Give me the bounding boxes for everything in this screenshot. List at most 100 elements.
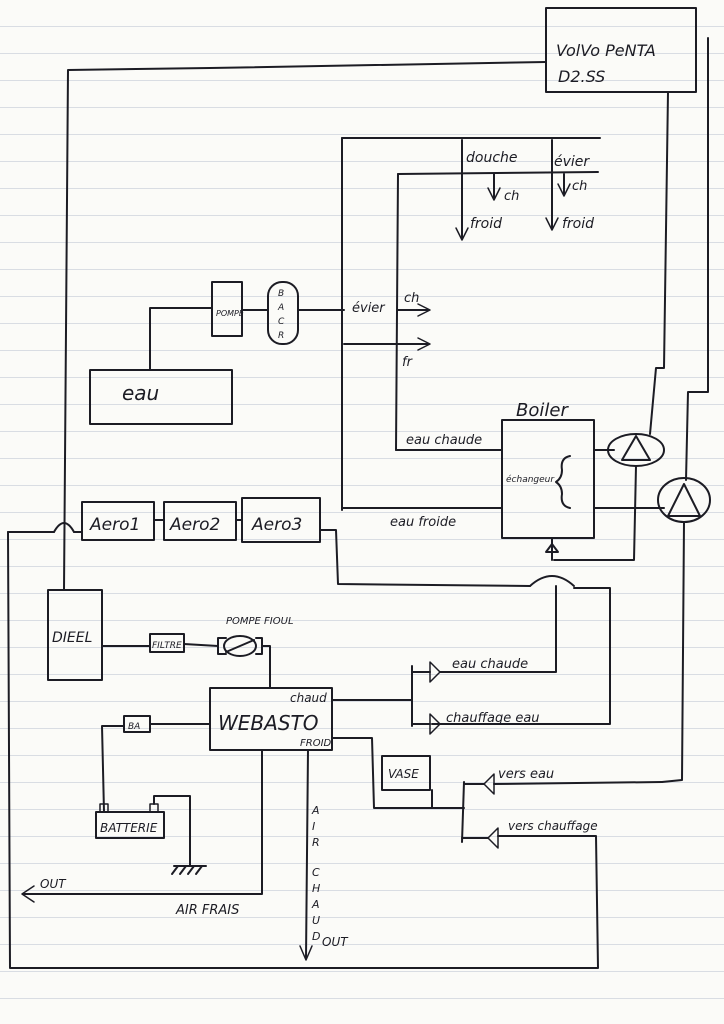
water-tank [89,369,233,425]
aero-crossover [53,522,75,533]
evier-mid-label: évier [352,301,386,316]
webasto-cold-line [331,737,433,809]
douche-froid-arrow [455,227,469,241]
evier-fr-arrow [417,337,431,351]
chauffage-eau-label: chauffage eau [446,711,540,726]
engine-to-diesel-line [63,61,547,591]
evier-top-label: évier [554,154,590,170]
webasto-box [209,687,333,751]
cold-supply-top [397,171,599,175]
fuel-pump [223,635,257,657]
fuel-pump-label: POMPE FIOUL [226,616,294,627]
vers-eau-line [493,781,663,785]
hot-main-vertical [395,173,399,451]
tank-to-pump-line [149,307,213,371]
air-chaud-letter-1: A [311,804,320,817]
fuel-filter [149,633,185,653]
evier-mid-ch-label: ch [404,291,419,306]
engine-coolant-line-2 [685,37,709,481]
fuse [123,715,151,733]
battery-terminal-plus [99,803,109,813]
engine-model: D2.SS [558,67,605,86]
exchanger-valve-1 [607,433,665,467]
evier-ch-arrow [557,183,571,197]
pump-to-webasto-line [261,645,271,689]
fuel-pump-mark [225,639,255,653]
vers-chauffage-label: vers chauffage [508,819,598,833]
battery-terminal-minus [149,803,159,813]
aero-3-label: Aero3 [251,515,302,535]
fuse-label: BA [128,722,140,732]
boiler-title: Boiler [516,400,569,421]
pump-left-cap [217,637,227,655]
aero-2-label: Aero2 [169,515,220,535]
air-out-bottom-label: OUT [322,935,349,949]
valve-1-triangle [621,435,651,461]
vers-chauffage-arrow [487,827,499,849]
battery [95,811,165,839]
evier-ch-arrow [417,303,431,317]
chauffage-arrow [429,713,441,735]
boiler-drain-mark [545,543,559,553]
webasto-label: WEBASTO [218,711,318,735]
webasto-chaud-label: chaud [290,691,327,705]
outer-return-line [7,531,599,969]
bac-filter [267,281,299,345]
engine-box [545,7,697,93]
air-chaud-letter-6: H [312,882,320,895]
tank-label: eau [122,381,159,405]
air-frais-line [23,749,263,895]
air-chaud-letter-5: C [312,866,320,879]
air-chaud-letter-7: A [311,898,320,911]
air-out-left-label: OUT [40,877,67,891]
air-frais-label: AIR FRAIS [175,903,239,918]
evier-froid-arrow [545,217,559,231]
evier-mid-fr-label: fr [402,355,414,370]
air-out-arrow [21,885,35,903]
boiler-box [501,419,595,539]
air-chaud-letter-2: I [312,820,315,833]
bac-letter-3: C [278,317,285,327]
bac-letter-1: B [278,289,284,299]
bac-letter-2: A [277,303,284,313]
ground-symbol [171,865,207,875]
exchanger-brace [555,455,571,509]
air-chaud-letter-8: U [312,914,320,927]
vase-label: VASE [388,767,419,781]
air-chaud-arrow [299,945,313,961]
eau-chaude-line [439,585,557,673]
douche-label: douche [466,150,518,166]
eau-chaude-label: eau chaude [452,657,528,672]
douche-ch-arrow [487,187,501,201]
boiler-cold-label: eau froide [390,515,456,530]
aero-1-label: Aero1 [89,515,140,535]
diesel-tank [47,589,103,681]
expansion-vase [381,755,431,791]
fuse-to-battery-line [101,725,125,813]
battery-to-ground-line [153,795,191,867]
pump-label: POMPE [216,309,245,318]
filter-label: FILTRE [152,641,182,651]
aero-return-line [319,529,531,587]
evier-froid-label: froid [562,216,594,232]
air-chaud-letters: A I R C H A U D [311,804,320,943]
evier-ch-label: ch [572,179,587,194]
bac-letter-4: R [278,331,284,341]
engine-name: VolVo PeNTA [556,41,656,60]
battery-label: BATTERIE [100,821,158,835]
air-chaud-line [305,749,309,959]
webasto-froid-label: FROID [300,738,332,749]
filter-to-pump-line [183,643,219,647]
vase-out-line [431,789,465,809]
diesel-label: DIEEL [52,630,92,646]
vers-eau-label: vers eau [498,767,554,782]
aero-3-box [241,497,321,543]
boiler-hot-label: eau chaude [406,433,482,448]
air-chaud-letter-9: D [312,930,320,943]
douche-froid-label: froid [470,216,502,232]
return-split-bar [461,781,465,843]
boiler-exchanger-label: échangeur [506,474,555,485]
douche-ch-label: ch [504,189,519,204]
